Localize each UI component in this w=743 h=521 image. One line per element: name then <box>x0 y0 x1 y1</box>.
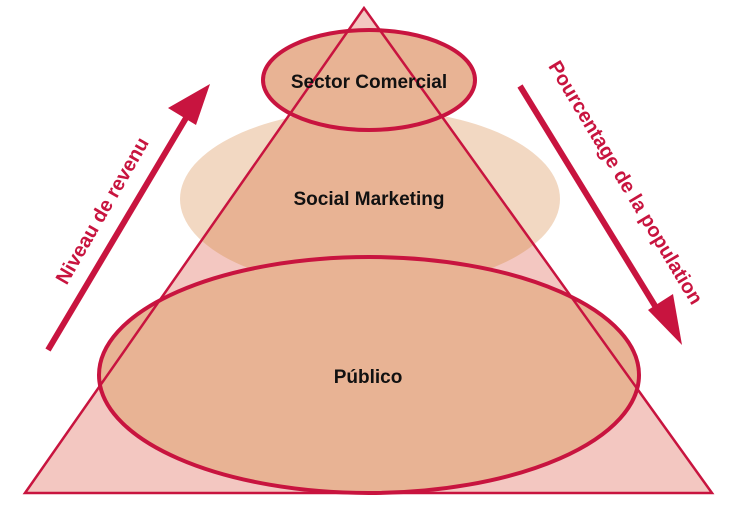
population-arrow <box>517 84 682 345</box>
income-arrow <box>45 84 210 352</box>
label-social-marketing: Social Marketing <box>294 189 445 210</box>
arrow-label-population: Pourcentage de la population <box>544 57 707 308</box>
bottom-ellipse-outline <box>97 255 641 495</box>
arrow-label-income: Niveau de revenu <box>52 134 154 288</box>
arrowhead-down-icon <box>648 294 682 345</box>
bottom-ellipse <box>99 257 639 493</box>
arrowhead-up-icon <box>168 84 210 125</box>
middle-ellipse-overlap <box>180 109 560 289</box>
top-ellipse <box>263 30 475 130</box>
label-sector-comercial: Sector Comercial <box>291 72 447 93</box>
top-ellipse-outline <box>261 28 477 132</box>
overlap-group <box>180 109 560 289</box>
label-publico: Público <box>334 367 403 388</box>
